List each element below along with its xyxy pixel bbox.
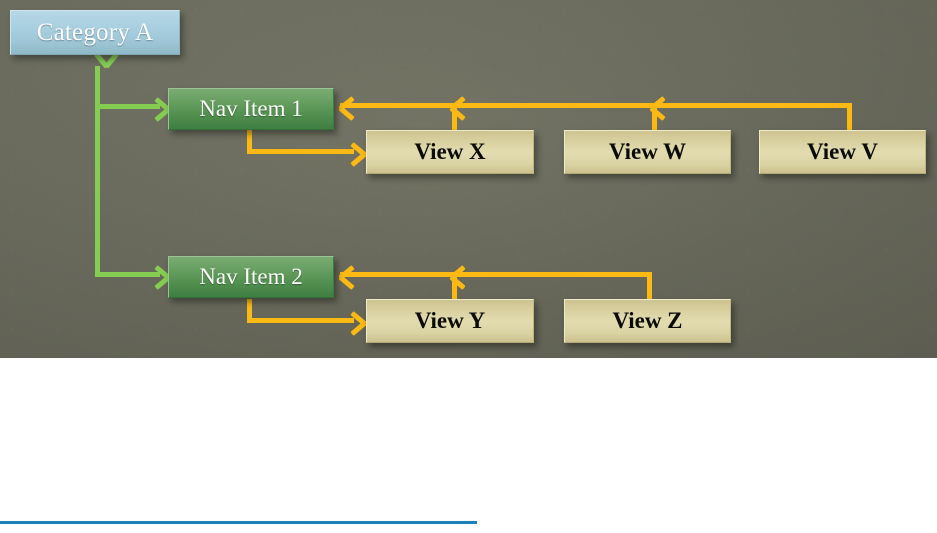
node-view-z-label: View Z <box>612 308 683 333</box>
footer-rule <box>0 521 477 524</box>
node-view-w-label: View W <box>608 139 687 164</box>
node-nav-item-2-label: Nav Item 2 <box>199 264 303 289</box>
node-view-v[interactable]: View V <box>759 130 926 174</box>
green-branch-nav-1 <box>95 104 160 109</box>
green-trunk-vertical <box>95 66 100 277</box>
node-view-x-label: View X <box>414 139 486 164</box>
node-nav-item-2[interactable]: Nav Item 2 <box>168 256 334 298</box>
node-nav-item-1-label: Nav Item 1 <box>199 96 303 121</box>
node-view-z[interactable]: View Z <box>564 299 731 343</box>
diagram-panel: Category A Nav Item 1 Nav Item 2 View X … <box>0 0 937 358</box>
orange-return-line-row-2 <box>340 272 652 277</box>
node-view-x[interactable]: View X <box>366 130 534 174</box>
orange-riser-view-x <box>452 103 457 132</box>
orange-forward-drop-nav-1 <box>247 130 252 152</box>
orange-return-line-row-1 <box>340 103 852 108</box>
orange-riser-view-y <box>452 272 457 301</box>
orange-forward-line-nav-1 <box>247 149 354 154</box>
node-category-a[interactable]: Category A <box>10 10 180 55</box>
node-category-a-label: Category A <box>36 18 154 46</box>
orange-forward-drop-nav-2 <box>247 299 252 321</box>
node-view-y[interactable]: View Y <box>366 299 534 343</box>
green-branch-nav-2 <box>95 272 160 277</box>
node-nav-item-1[interactable]: Nav Item 1 <box>168 88 334 130</box>
orange-riser-view-v <box>847 103 852 132</box>
node-view-w[interactable]: View W <box>564 130 731 174</box>
orange-riser-view-w <box>652 103 657 132</box>
orange-forward-line-nav-2 <box>247 318 354 323</box>
node-view-v-label: View V <box>807 139 878 164</box>
node-view-y-label: View Y <box>414 308 486 333</box>
orange-riser-view-z <box>647 272 652 301</box>
